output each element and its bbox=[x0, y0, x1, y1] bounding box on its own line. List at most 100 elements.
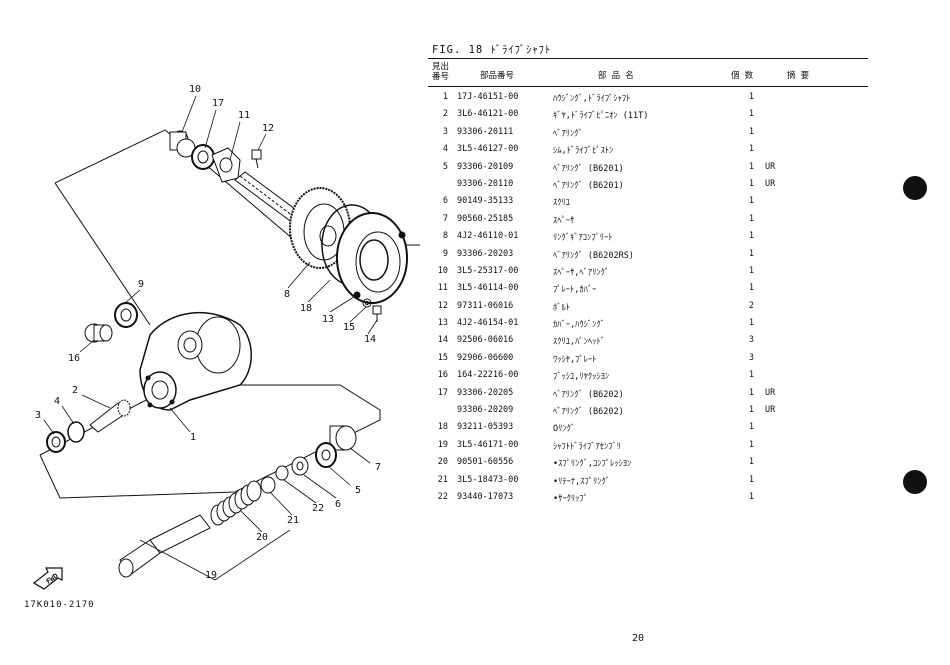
callout-13: 13 bbox=[322, 314, 334, 325]
part-number: 93306-20205 bbox=[457, 387, 514, 398]
part-number: 92906-06600 bbox=[457, 352, 514, 363]
quantity: 1 bbox=[748, 248, 754, 259]
item-number: 7 bbox=[442, 213, 448, 224]
header-qty: 個 数 bbox=[731, 71, 754, 81]
part-number: 93440-17073 bbox=[457, 491, 514, 502]
quantity: 1 bbox=[748, 144, 754, 155]
part-number: 164-22216-00 bbox=[457, 370, 519, 381]
quantity: 1 bbox=[748, 439, 754, 450]
part-number: 93306-20109 bbox=[457, 161, 514, 172]
part-name: ｽｸﾘﾕ,ﾊﾟﾝﾍｯﾄﾞ bbox=[553, 337, 605, 348]
callout-7: 7 bbox=[375, 462, 381, 473]
header-no: 見出 番号 bbox=[432, 62, 450, 82]
callout-6: 6 bbox=[335, 499, 341, 510]
header-remarks: 摘 要 bbox=[787, 71, 810, 81]
part-number: 93306-20110 bbox=[457, 178, 514, 189]
quantity: 1 bbox=[748, 231, 754, 242]
item-number: 13 bbox=[437, 318, 448, 329]
part-name: ｼｬﾌﾄﾄﾞﾗｲﾌﾞｱｾﾝﾌﾞﾘ bbox=[553, 441, 622, 452]
part-number: 93306-20111 bbox=[457, 126, 514, 137]
callout-17: 17 bbox=[212, 98, 224, 109]
part-name: ﾘﾝｸﾞｷﾞｱｺﾝﾌﾟﾘｰﾄ bbox=[553, 233, 613, 244]
quantity: 1 bbox=[748, 405, 754, 416]
quantity: 1 bbox=[748, 491, 754, 502]
quantity: 1 bbox=[748, 474, 754, 485]
callout-9: 9 bbox=[138, 279, 144, 290]
part-number: 90501-60556 bbox=[457, 457, 514, 468]
compression-spring bbox=[210, 480, 262, 526]
callout-14: 14 bbox=[364, 334, 376, 345]
quantity: 1 bbox=[748, 318, 754, 329]
part-name: ｷﾞﾔ,ﾄﾞﾗｲﾌﾞﾋﾟﾆｵﾝ (11T) bbox=[553, 111, 649, 122]
part-name: ﾊｳｼﾞﾝｸﾞ,ﾄﾞﾗｲﾌﾞｼｬﾌﾄ bbox=[553, 94, 631, 104]
item-number: 16 bbox=[437, 370, 448, 381]
part-name: •ｽﾌﾟﾘﾝｸﾞ,ｺﾝﾌﾟﾚｯｼﾖﾝ bbox=[553, 459, 632, 470]
part-name: ｽﾍﾟｰｻ,ﾍﾞｱﾘﾝｸﾞ bbox=[553, 267, 610, 278]
part-number: 93306-20209 bbox=[457, 405, 514, 416]
part-number: 4J2-46154-01 bbox=[457, 318, 519, 329]
remarks: UR bbox=[765, 161, 776, 172]
part-number: 93211-05393 bbox=[457, 422, 514, 433]
drive-shaft bbox=[118, 514, 211, 578]
quantity: 1 bbox=[748, 196, 754, 207]
part-name: Oﾘﾝｸﾞ bbox=[553, 424, 576, 435]
callout-20: 20 bbox=[256, 532, 268, 543]
header-rule bbox=[428, 86, 868, 87]
item-number: 2 bbox=[442, 109, 448, 120]
quantity: 1 bbox=[748, 109, 754, 120]
callout-2: 2 bbox=[72, 385, 78, 396]
quantity: 2 bbox=[748, 300, 754, 311]
item-number: 10 bbox=[437, 265, 448, 276]
figure-title: FIG. 18 ﾄﾞﾗｲﾌﾞｼｬﾌﾄ bbox=[432, 44, 552, 56]
part-name: ﾌﾞｯｼﾕ,ﾘﾔｸｯｼﾖﾝ bbox=[553, 372, 610, 383]
item-number: 11 bbox=[437, 283, 448, 294]
item-number: 22 bbox=[437, 491, 448, 502]
page-number: 20 bbox=[632, 633, 645, 644]
upper-spacer bbox=[169, 130, 196, 158]
quantity: 3 bbox=[748, 352, 754, 363]
part-name: ﾍﾞｱﾘﾝｸﾞ (B6202) bbox=[553, 389, 624, 400]
part-name: ﾍﾞｱﾘﾝｸﾞ (B6202) bbox=[553, 407, 624, 418]
quantity: 1 bbox=[748, 161, 754, 172]
item-number: 18 bbox=[437, 422, 448, 433]
shaft-housing bbox=[139, 312, 252, 411]
cover-plate bbox=[211, 147, 241, 183]
part-name: ｼﾑ,ﾄﾞﾗｲﾌﾞﾋﾟｽﾄﾝ bbox=[553, 146, 614, 157]
callout-22: 22 bbox=[312, 503, 324, 514]
header-part-no: 部品番号 bbox=[480, 71, 515, 81]
housing-cover bbox=[336, 212, 408, 304]
part-name: •ｻｰｸﾘｯﾌﾟ bbox=[553, 493, 588, 504]
item-number: 4 bbox=[442, 144, 448, 155]
callout-16: 16 bbox=[68, 353, 80, 364]
callout-21: 21 bbox=[287, 515, 299, 526]
callout-3: 3 bbox=[35, 410, 41, 421]
callout-5: 5 bbox=[355, 485, 361, 496]
part-number: 92506-06016 bbox=[457, 335, 514, 346]
remarks: UR bbox=[765, 178, 776, 189]
callout-4: 4 bbox=[54, 396, 60, 407]
part-name: ｽｸﾘﾕ bbox=[553, 198, 571, 209]
callout-10: 10 bbox=[189, 84, 201, 95]
part-number: 93306-20203 bbox=[457, 248, 514, 259]
item-number: 6 bbox=[442, 196, 448, 207]
part-number: 3L5-18473-00 bbox=[457, 474, 519, 485]
part-name: ﾍﾞｱﾘﾝｸﾞ bbox=[553, 128, 583, 139]
quantity: 1 bbox=[748, 283, 754, 294]
part-number: 4J2-46110-01 bbox=[457, 231, 519, 242]
item-number: 5 bbox=[442, 161, 448, 172]
table-row: 22 93440-17073 •ｻｰｸﾘｯﾌﾟ 1 bbox=[428, 488, 868, 505]
